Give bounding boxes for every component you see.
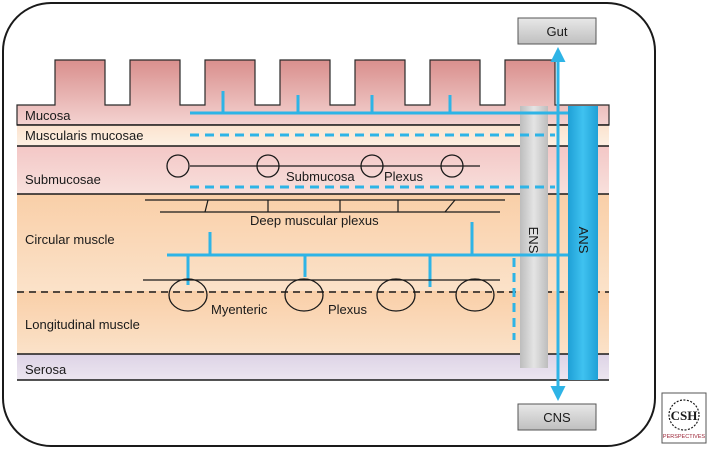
circular-muscle-band (17, 194, 609, 291)
logo-sub-text: PERSPECTIVES (663, 434, 706, 440)
logo-main-text: CSH (671, 408, 698, 423)
mucosa-villi (16, 59, 610, 126)
submucosa-plexus-label: Submucosa (286, 169, 355, 184)
csh-perspectives-logo: CSH PERSPECTIVES (661, 392, 707, 444)
layer-label-mucosa: Mucosa (25, 108, 71, 123)
myenteric-plexus-label-2: Plexus (328, 302, 368, 317)
gut-button-label: Gut (547, 24, 568, 39)
layer-label-serosa: Serosa (25, 362, 67, 377)
ans-label: ANS (576, 227, 591, 254)
submucosa-plexus-label-2: Plexus (384, 169, 424, 184)
gut-button[interactable]: Gut (517, 17, 597, 45)
layer-label-longitudinal-muscle: Longitudinal muscle (25, 317, 140, 332)
longitudinal-muscle-band (17, 291, 609, 354)
layer-boundaries (17, 124, 609, 381)
submucosa-plexus (166, 154, 480, 178)
cns-button-label: CNS (543, 410, 571, 425)
layer-label-submucosae: Submucosae (25, 172, 101, 187)
cns-button[interactable]: CNS (517, 403, 597, 431)
myenteric-plexus-label: Myenteric (211, 302, 268, 317)
ens-label: ENS (526, 227, 541, 254)
circular-muscle-nerve (167, 222, 568, 287)
ens-bar (520, 106, 548, 368)
mucosa-nerve (190, 91, 568, 115)
deep-muscular-plexus (145, 199, 505, 213)
myenteric-plexus (143, 278, 500, 312)
layer-label-circular-muscle: Circular muscle (25, 232, 115, 247)
serosa-band (17, 354, 609, 380)
ans-bar (568, 106, 598, 380)
layer-label-muscularis-mucosae: Muscularis mucosae (25, 128, 144, 143)
deep-muscular-plexus-label: Deep muscular plexus (250, 213, 379, 228)
